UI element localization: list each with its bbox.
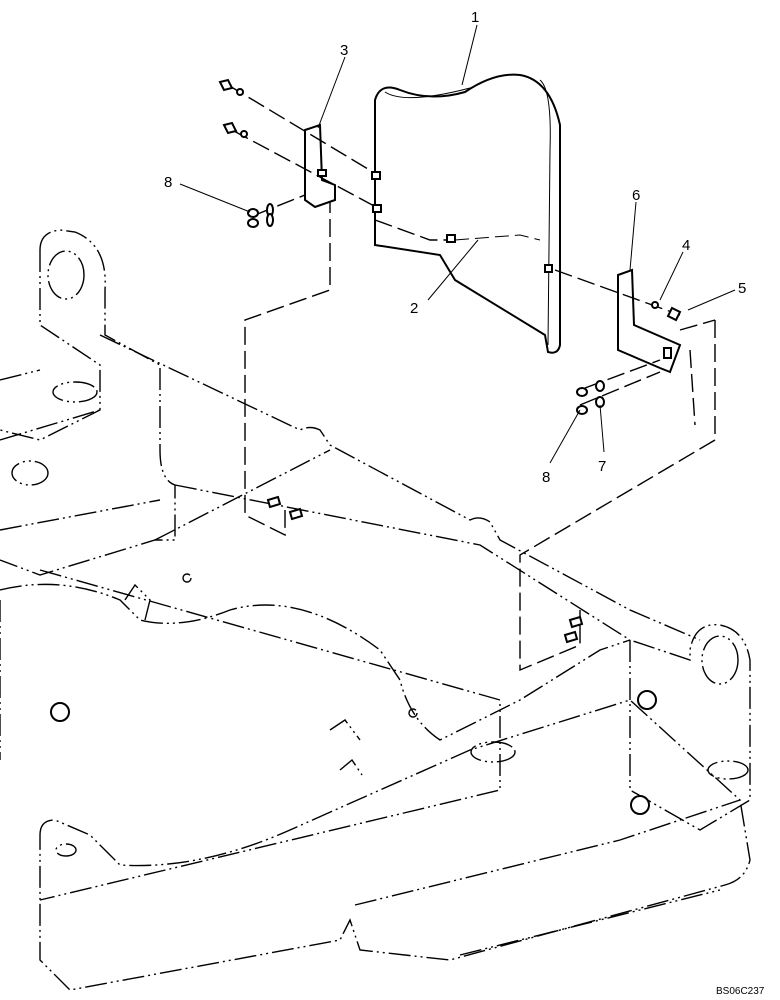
frame-left-tower [0, 229, 176, 576]
leader-1 [461, 24, 478, 86]
callout-6: 6 [632, 187, 640, 204]
guard-plate-edge-dash [454, 234, 541, 241]
leader-5 [687, 289, 736, 311]
frame-bolt-hole-2 [408, 708, 418, 718]
frame-bottom-hole [55, 843, 77, 857]
frame-bottom-plate-inner [354, 799, 741, 956]
frame-left-wall [0, 369, 161, 531]
mount-outline-right-leg [519, 320, 716, 672]
explode-line-upper-left [227, 84, 379, 176]
loader-frame [0, 229, 751, 991]
callout-5: 5 [738, 280, 746, 297]
bolt-right [666, 306, 682, 322]
nut-right-2 [576, 405, 588, 415]
frame-bracket-tab [124, 583, 363, 776]
callout-8-right: 8 [542, 469, 550, 486]
callouts: 1 2 3 4 5 6 7 8 8 [164, 9, 746, 486]
drawing-code: BS06C237 [716, 986, 765, 997]
pin-frame-left-2 [288, 507, 304, 521]
leader-4 [659, 251, 684, 301]
explode-line-mid-left [231, 129, 379, 209]
callout-8-left: 8 [164, 174, 172, 191]
bracket-right [617, 268, 682, 374]
frame-bolt-hole-1 [182, 573, 192, 583]
frame-right-pivot-hole [701, 635, 739, 685]
frame-cross-member-top [99, 334, 701, 641]
bracket-right-body [617, 268, 682, 374]
frame-right-slot [707, 760, 749, 780]
clip-guard-lower [372, 204, 382, 213]
frame-nut-right-upper [637, 690, 657, 710]
explode-line-washers-left [254, 194, 306, 216]
pin-frame-left-1 [266, 495, 282, 509]
callout-2: 2 [410, 300, 418, 317]
washer-left-2 [266, 213, 274, 227]
leader-6 [629, 201, 637, 271]
pin-frame-right-1 [568, 615, 584, 629]
leader-2 [427, 239, 479, 301]
callout-1: 1 [471, 9, 479, 26]
frame-nut-right-lower [630, 795, 650, 815]
frame-left-tower-edge [0, 250, 101, 441]
frame-center-slot [470, 741, 516, 763]
callout-4: 4 [682, 237, 690, 254]
callout-leaders [179, 24, 736, 464]
bracket-left [304, 123, 336, 209]
frame-left-pivot-hole [47, 250, 85, 300]
washer-upper-left [236, 88, 244, 96]
explode-line-washers-right [579, 359, 661, 406]
washer-mid-left [240, 130, 248, 138]
frame-lower-chassis [0, 583, 631, 741]
guard-plate [374, 73, 561, 354]
leader-3 [317, 56, 346, 129]
clip-center [446, 234, 456, 243]
frame-left-slot [52, 381, 98, 403]
mount-outline-right-top [679, 319, 716, 426]
hardware-parts [218, 78, 682, 644]
clip-guard-right [544, 264, 553, 273]
nut-left-1 [247, 208, 259, 218]
bracket-left-slot [317, 169, 327, 177]
washer-right-top [651, 301, 659, 309]
frame-lower-rail [0, 569, 501, 901]
nut-left-2 [247, 218, 259, 228]
bolt-mid-left [222, 121, 238, 135]
mount-outline-left-leg [244, 195, 331, 537]
callout-7: 7 [598, 458, 606, 475]
frame-nut-left [50, 702, 70, 722]
guard-plate-outline [374, 73, 561, 354]
bolt-upper-left [218, 78, 234, 92]
frame-left-slot-lower [11, 460, 49, 486]
callout-3: 3 [340, 42, 348, 59]
guard-mounting-outline [244, 195, 716, 672]
explode-line-right [554, 269, 681, 316]
guard-plate-thickness [384, 79, 551, 346]
frame-right-tower [629, 624, 751, 831]
frame-bottom-plate [39, 699, 751, 991]
washer-right-1 [595, 380, 605, 392]
pin-frame-right-2 [563, 630, 579, 644]
bracket-right-slot [663, 347, 672, 359]
bracket-left-body [304, 123, 336, 209]
leader-7 [599, 404, 605, 453]
leader-8-right [549, 409, 581, 464]
clip-guard-upper [371, 171, 381, 180]
leader-8-left [179, 183, 251, 213]
nut-right-1 [576, 387, 588, 397]
